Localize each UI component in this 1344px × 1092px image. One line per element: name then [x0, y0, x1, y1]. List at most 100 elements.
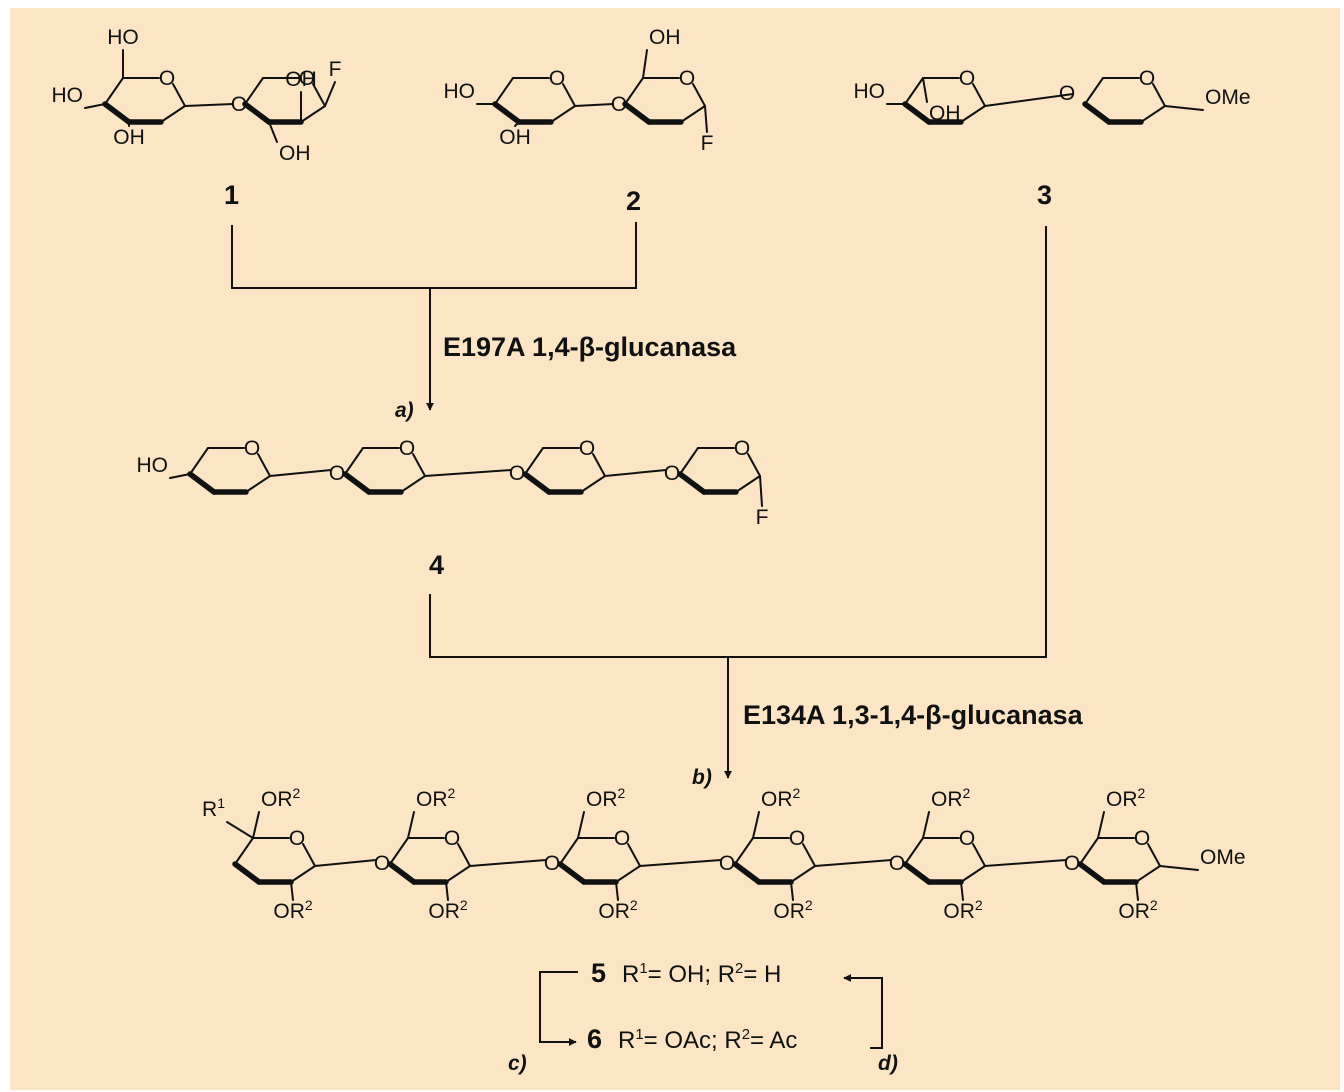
- connector-4-3: [429, 226, 1047, 658]
- bond: [314, 859, 377, 867]
- ring-oxygen: O: [1139, 67, 1155, 90]
- ring-oxygen: O: [614, 827, 630, 850]
- ring-bond: [245, 475, 271, 493]
- ring-bond: [1082, 101, 1112, 125]
- substituent: OR2: [273, 897, 313, 923]
- bond: [790, 881, 794, 901]
- substituent: F: [756, 506, 769, 529]
- ring-oxygen: O: [244, 437, 260, 460]
- ring-bond: [342, 471, 372, 495]
- ring-bond: [344, 447, 364, 475]
- ring-bond: [312, 83, 326, 107]
- glycosidic-oxygen: O: [329, 462, 345, 485]
- arrow-step-c: [539, 971, 578, 1046]
- bond: [759, 475, 763, 507]
- substituent: OR2: [761, 785, 801, 811]
- ring-oxygen: O: [734, 437, 750, 460]
- ring-bond: [104, 77, 124, 105]
- product-ring-5: [902, 837, 986, 885]
- compound-2-number: 2: [626, 186, 642, 216]
- compound-2-ring-a: [492, 77, 576, 125]
- substituent: F: [329, 58, 342, 81]
- ring-bond: [1140, 105, 1166, 123]
- product-5-number: 5: [591, 958, 607, 988]
- substituent: OH: [499, 126, 531, 149]
- ring-bond: [387, 861, 417, 885]
- step-label-c: c): [508, 1052, 527, 1075]
- ring-bond: [550, 105, 576, 123]
- glycosidic-oxygen: O: [719, 852, 735, 875]
- ring-bond: [189, 447, 209, 475]
- ring-oxygen: O: [289, 827, 305, 850]
- ring-oxygen: O: [159, 67, 175, 90]
- glycosidic-oxygen: O: [231, 93, 247, 116]
- substituent: OH: [929, 102, 961, 125]
- bond: [922, 77, 928, 103]
- product-ring-6: [1077, 837, 1161, 885]
- ring-oxygen: O: [549, 67, 565, 90]
- bond: [639, 859, 722, 867]
- compound-4-ring-4: [677, 447, 761, 495]
- glycosidic-oxygen: O: [1064, 852, 1080, 875]
- bond: [984, 93, 1074, 107]
- ring-oxygen: O: [789, 827, 805, 850]
- bond: [324, 81, 336, 107]
- ring-bond: [160, 105, 186, 123]
- bond: [514, 121, 520, 127]
- bond: [984, 859, 1067, 867]
- ring-bond: [522, 471, 552, 495]
- ring-bond: [232, 861, 262, 885]
- bond: [445, 881, 449, 901]
- substituent: F: [701, 132, 714, 155]
- step-label-a: a): [395, 399, 414, 422]
- bond: [922, 811, 930, 839]
- ring-bond: [457, 843, 471, 867]
- glycosidic-oxygen: O: [544, 852, 560, 875]
- ring-bond: [960, 865, 986, 883]
- glycosidic-oxygen: O: [889, 852, 905, 875]
- ring-bond: [734, 837, 754, 865]
- bond: [752, 811, 760, 839]
- bond: [1135, 881, 1139, 901]
- product-ring-4: [732, 837, 816, 885]
- arrow-step-d: [843, 974, 883, 1049]
- bond: [615, 881, 619, 901]
- compound-1-ring-b: [242, 77, 326, 125]
- ring-bond: [680, 105, 706, 123]
- enzyme-label-a: E197A 1,4-β-glucanasa: [443, 332, 737, 362]
- ring-bond: [580, 475, 606, 493]
- ring-bond: [494, 77, 514, 105]
- ring-oxygen: O: [444, 827, 460, 850]
- ring-oxygen: O: [579, 437, 595, 460]
- substituent: HO: [52, 84, 84, 107]
- bond: [814, 859, 892, 867]
- ring-bond: [1084, 77, 1104, 105]
- ring-bond: [732, 861, 762, 885]
- substituent: OR2: [586, 785, 626, 811]
- product-6-number: 6: [587, 1024, 603, 1054]
- ring-bond: [557, 861, 587, 885]
- bond: [424, 469, 512, 477]
- ring-bond: [1152, 83, 1166, 107]
- bond: [642, 49, 648, 79]
- substituent: HO: [137, 454, 169, 477]
- ring-bond: [592, 453, 606, 477]
- ring-bond: [960, 105, 986, 123]
- bond: [268, 121, 278, 143]
- bond: [1159, 865, 1199, 871]
- ring-bond: [677, 471, 707, 495]
- ring-bond: [627, 843, 641, 867]
- bond: [960, 881, 964, 901]
- ring-bond: [187, 471, 217, 495]
- ring-bond: [102, 101, 132, 125]
- substituent: HO: [107, 26, 139, 49]
- ring-bond: [234, 837, 254, 865]
- ring-bond: [790, 865, 816, 883]
- bond: [469, 859, 547, 867]
- step-label-b: b): [692, 766, 712, 789]
- ring-oxygen: O: [959, 67, 975, 90]
- ring-bond: [559, 837, 579, 865]
- glycosidic-oxygen: O: [374, 852, 390, 875]
